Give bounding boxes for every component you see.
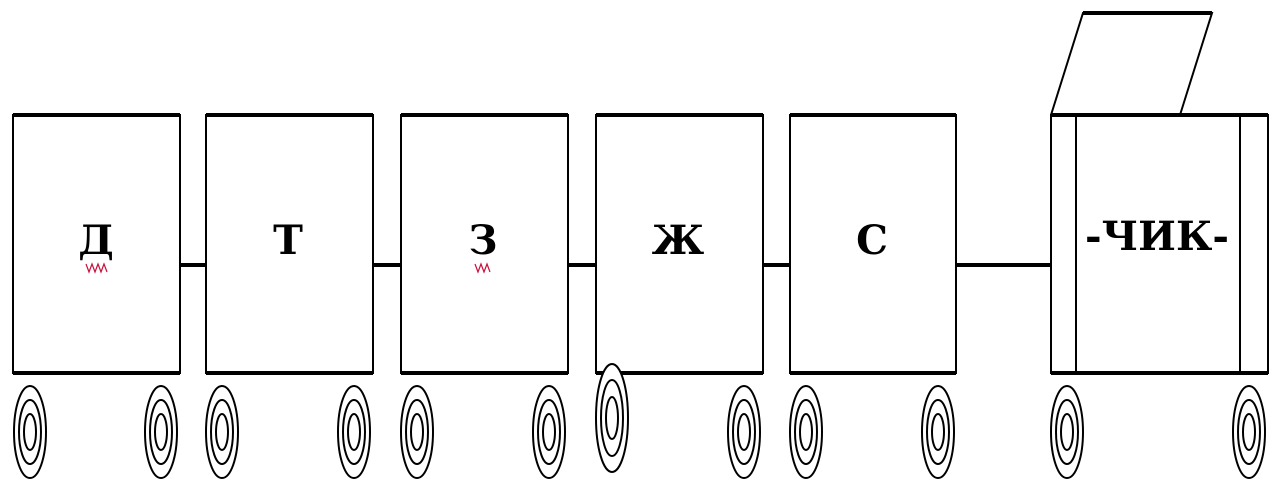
car-letter-2: Т — [273, 217, 303, 264]
train-car-4: Ж — [595, 113, 764, 479]
car-letter-1: Д — [78, 217, 114, 264]
wheel — [1232, 385, 1266, 479]
spellcheck-underline-3 — [474, 262, 491, 274]
wheel — [595, 363, 629, 473]
car-letter-5: С — [856, 217, 888, 264]
wheel — [400, 385, 434, 479]
train-car-2: Т — [205, 113, 374, 479]
train-car-3: З — [400, 113, 569, 479]
train-car-1: Д — [12, 113, 181, 479]
wheel — [727, 385, 761, 479]
wheel — [144, 385, 178, 479]
engine-label: -ЧИК- — [1085, 213, 1229, 260]
wheel — [921, 385, 955, 479]
spellcheck-underline-1 — [85, 262, 108, 274]
wheel — [1050, 385, 1084, 479]
wheel — [337, 385, 371, 479]
engine-cab-roof — [1050, 12, 1214, 116]
train-car-5: С — [789, 113, 957, 479]
wheel — [205, 385, 239, 479]
wheel — [789, 385, 823, 479]
train-engine: -ЧИК- — [1050, 11, 1269, 479]
wheel — [532, 385, 566, 479]
car-letter-3: З — [469, 217, 498, 264]
wheel — [13, 385, 47, 479]
car-letter-4: Ж — [652, 217, 705, 264]
